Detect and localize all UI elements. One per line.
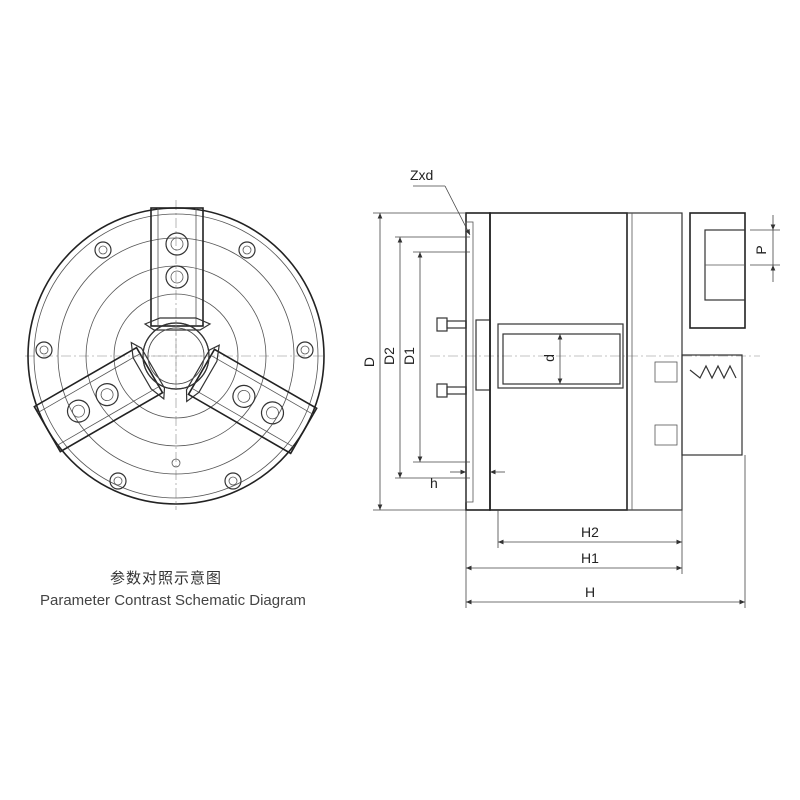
label-H: H: [585, 584, 595, 600]
label-D: D: [361, 357, 377, 367]
label-H2: H2: [581, 524, 599, 540]
caption-english: Parameter Contrast Schematic Diagram: [40, 592, 306, 609]
label-D1: D1: [401, 347, 417, 365]
left-jaw: [33, 341, 166, 453]
right-jaw: [185, 344, 318, 455]
front-view: [25, 200, 325, 510]
top-jaw: [143, 207, 212, 331]
side-view: [430, 212, 760, 511]
dimensions: [373, 185, 780, 608]
label-d: d: [541, 354, 557, 362]
caption-chinese: 参数对照示意图: [110, 569, 223, 587]
air-fittings: [436, 317, 467, 398]
bolt-holes: [35, 241, 314, 490]
label-H1: H1: [581, 550, 599, 566]
label-h: h: [430, 475, 438, 491]
label-P: P: [753, 245, 769, 254]
label-D2: D2: [381, 347, 397, 365]
label-zxd: Zxd: [410, 167, 433, 183]
